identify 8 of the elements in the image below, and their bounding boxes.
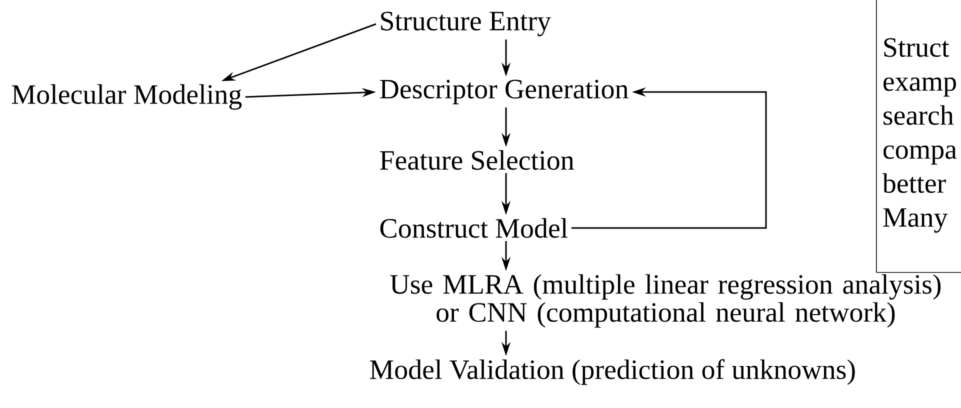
step-label: Molecular Modeling — [12, 84, 242, 110]
step-label: Feature Selection — [380, 150, 574, 170]
step-label: Use MLRA (multiple linear regression analysis) or CNN (computational neural network) — [390, 274, 941, 328]
step-label: Descriptor Generation — [380, 80, 628, 104]
note-box: Struct examp search compa better Many — [876, 0, 961, 273]
step-label: Model Validation (prediction of unknowns) — [370, 359, 855, 385]
step-label: Structure Entry — [381, 12, 551, 36]
step-label: Construct Model — [380, 218, 568, 238]
